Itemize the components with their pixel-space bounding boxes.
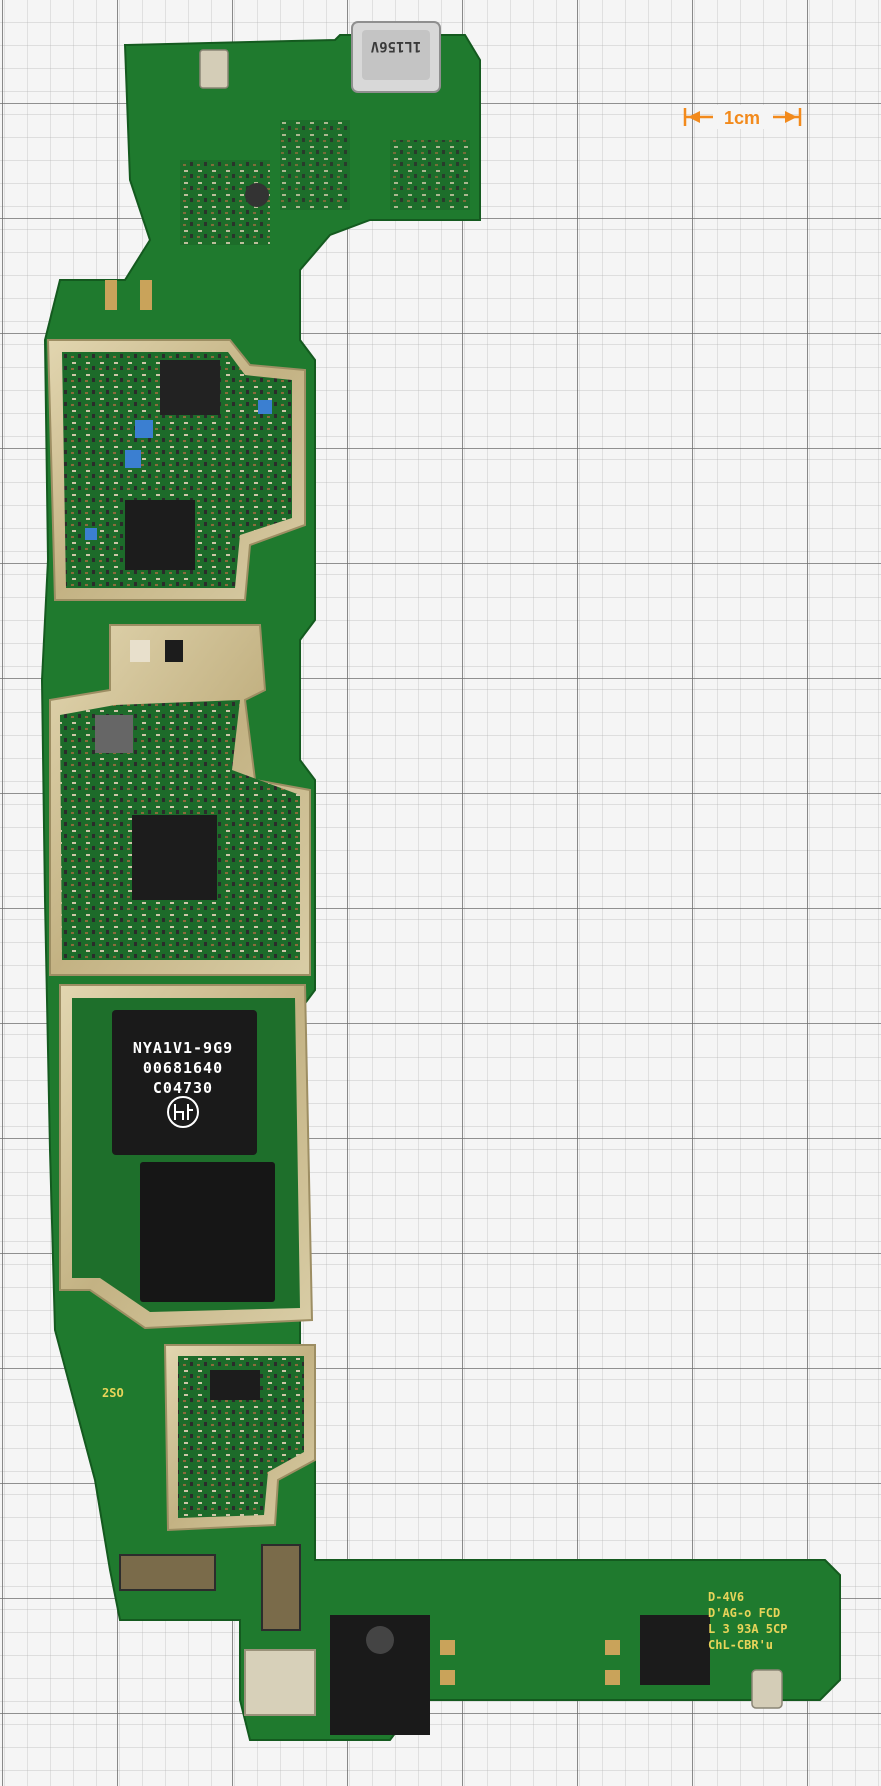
hynix-logo-icon	[167, 1096, 199, 1128]
board-connector-2	[261, 1544, 301, 1631]
chip-line-1: NYA1V1-9G9	[133, 1039, 233, 1057]
silk-line-2: D'AG-o FCD	[708, 1606, 780, 1620]
top-components	[105, 49, 470, 310]
silk-line-4: ChL-CBR'u	[708, 1638, 773, 1652]
board-connector-1	[119, 1554, 216, 1591]
shield-can-1	[46, 339, 306, 601]
ic-chip-bottom	[640, 1615, 710, 1685]
shield-can-4	[163, 1344, 316, 1532]
silk-label-left: 2SO	[102, 1386, 124, 1400]
processor-chip	[140, 1162, 275, 1302]
usb-marking: 1L156V	[370, 38, 421, 54]
silk-line-1: D-4V6	[708, 1590, 744, 1604]
usb-c-connector: 1L156V	[351, 21, 441, 93]
scale-label: 1cm	[724, 108, 760, 128]
shield-can-2	[49, 624, 311, 976]
chip-line-2: 00681640	[143, 1059, 223, 1077]
speaker-pad	[244, 1649, 316, 1716]
main-chip-markings: NYA1V1-9G9 00681640 C04730	[133, 1039, 233, 1128]
microphone-bottom	[751, 1669, 783, 1709]
shield-can-3	[59, 984, 314, 1330]
bottom-components	[119, 1544, 783, 1735]
silk-line-3: L 3 93A 5CP	[708, 1622, 787, 1636]
memory-chip	[112, 1010, 257, 1155]
scale-marker: 1cm	[683, 105, 802, 129]
silk-text-right: D-4V6 D'AG-o FCD L 3 93A 5CP ChL-CBR'u	[708, 1590, 787, 1652]
chip-line-3: C04730	[153, 1079, 213, 1097]
